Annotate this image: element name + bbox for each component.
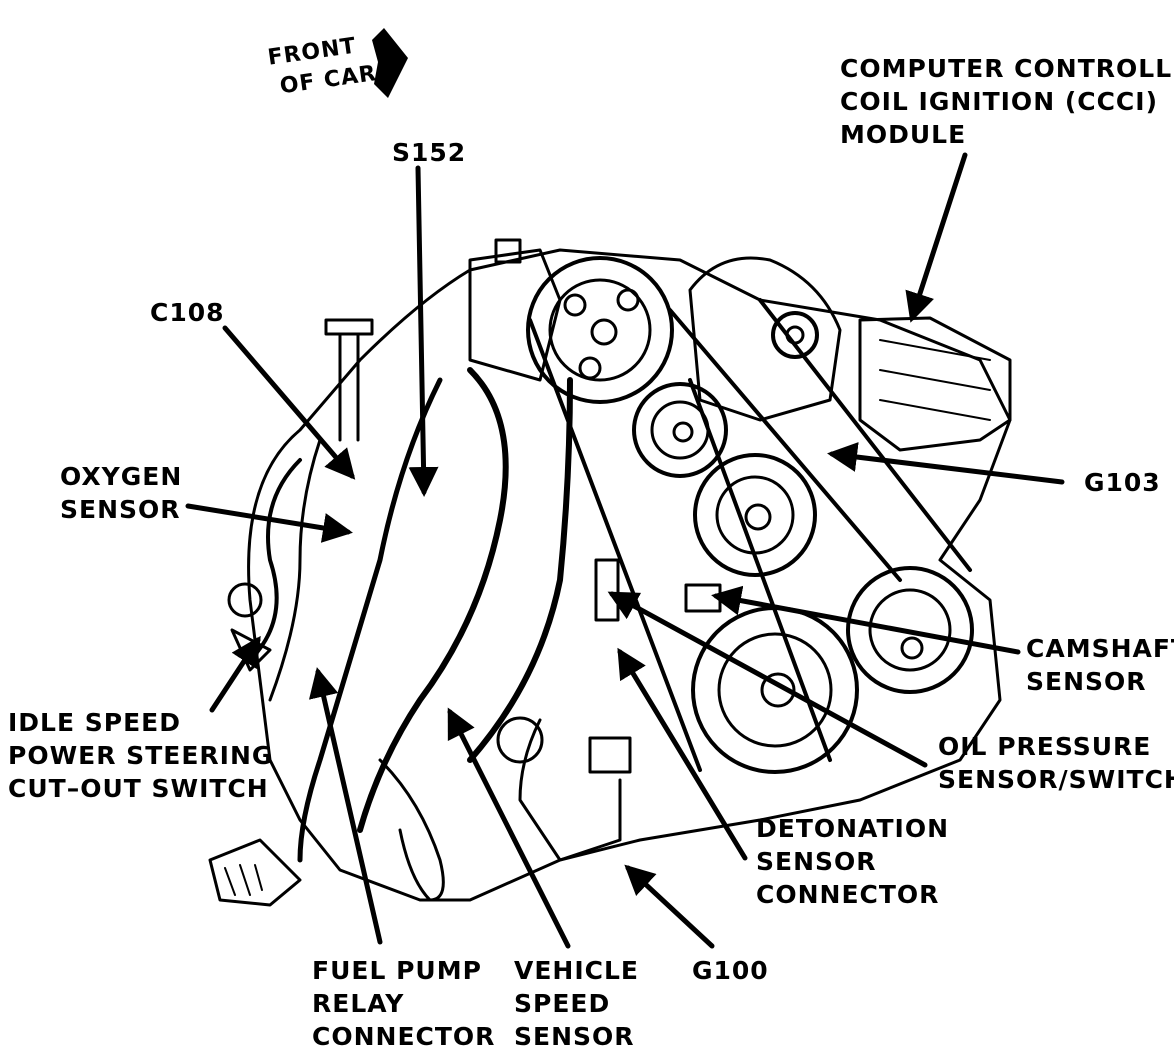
- fuel-pump-line1: FUEL PUMP: [312, 956, 482, 985]
- camshaft-leader: [711, 585, 1021, 655]
- g100-leader: [624, 864, 715, 949]
- detonation-line3: CONNECTOR: [756, 880, 940, 909]
- camshaft-sensor-label: CAMSHAFT SENSOR: [1026, 632, 1174, 698]
- oxygen-line1: OXYGEN: [60, 462, 183, 491]
- fuel-pump-leader: [308, 667, 383, 945]
- camshaft-line2: SENSOR: [1026, 667, 1147, 696]
- vss-leader: [447, 707, 571, 949]
- ccci-module-label: COMPUTER CONTROLLED COIL IGNITION (CCCI)…: [840, 52, 1174, 151]
- idle-line3: CUT–OUT SWITCH: [8, 774, 269, 803]
- fuel-pump-relay-label: FUEL PUMP RELAY CONNECTOR: [312, 954, 495, 1053]
- idle-speed-switch-label: IDLE SPEED POWER STEERING CUT–OUT SWITCH: [8, 706, 273, 805]
- fuel-pump-line3: CONNECTOR: [312, 1022, 496, 1051]
- front-arrow-icon: [372, 28, 408, 98]
- detonation-leader: [617, 647, 748, 861]
- oxygen-leader: [185, 503, 353, 543]
- detonation-line1: DETONATION: [756, 814, 949, 843]
- engine-illustration: [208, 238, 1012, 907]
- idle-line2: POWER STEERING: [8, 741, 274, 770]
- oil-line1: OIL PRESSURE: [938, 732, 1152, 761]
- c108-label: C108: [150, 298, 225, 327]
- oil-pressure-label: OIL PRESSURE SENSOR/SWITCH: [938, 730, 1174, 796]
- c108-leader: [222, 325, 356, 480]
- ccci-leader: [905, 152, 968, 323]
- vss-line1: VEHICLE: [514, 956, 640, 985]
- vss-line3: SENSOR: [514, 1022, 635, 1051]
- idle-leader: [209, 635, 261, 713]
- camshaft-line1: CAMSHAFT: [1026, 634, 1174, 663]
- s152-leader: [408, 165, 439, 497]
- oil-leader: [607, 591, 928, 768]
- s152-label: S152: [392, 138, 467, 167]
- oxygen-sensor-label: OXYGEN SENSOR: [60, 460, 182, 526]
- ccci-line3: MODULE: [840, 120, 967, 149]
- g103-label: G103: [1084, 468, 1161, 497]
- fuel-pump-line2: RELAY: [312, 989, 405, 1018]
- oxygen-line2: SENSOR: [60, 495, 181, 524]
- ccci-line1: COMPUTER CONTROLLED: [840, 54, 1174, 83]
- detonation-sensor-label: DETONATION SENSOR CONNECTOR: [756, 812, 949, 911]
- g100-label: G100: [692, 956, 769, 985]
- vss-line2: SPEED: [514, 989, 611, 1018]
- detonation-line2: SENSOR: [756, 847, 877, 876]
- oil-line2: SENSOR/SWITCH: [938, 765, 1174, 794]
- vehicle-speed-sensor-label: VEHICLE SPEED SENSOR: [514, 954, 639, 1053]
- g103-leader: [827, 442, 1065, 485]
- ccci-line2: COIL IGNITION (CCCI): [840, 87, 1159, 116]
- idle-line1: IDLE SPEED: [8, 708, 182, 737]
